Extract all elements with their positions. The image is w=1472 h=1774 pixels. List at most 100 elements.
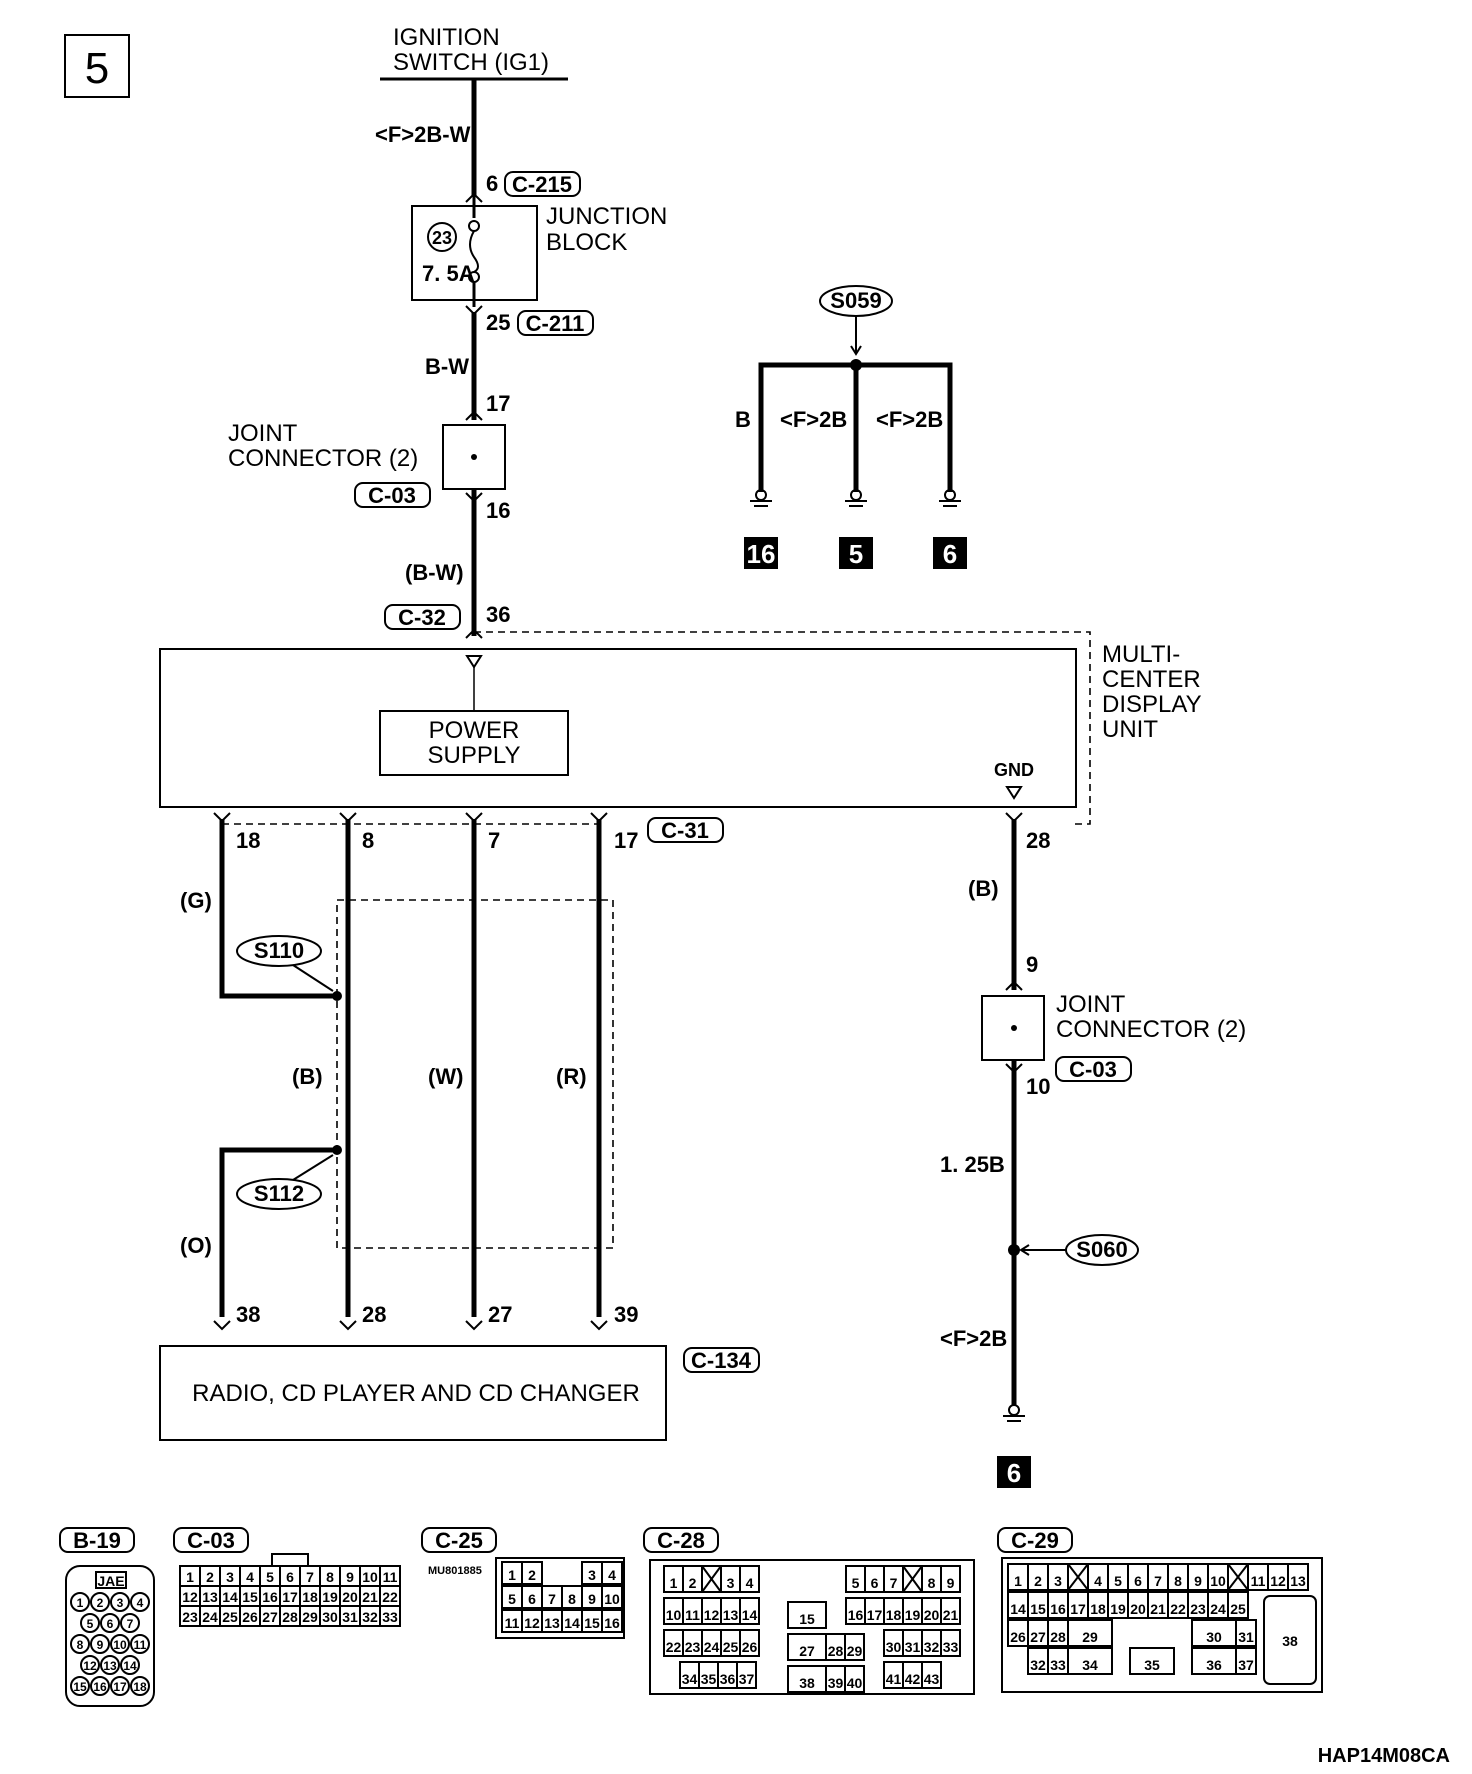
conn-c25-pin-12-num: 12: [524, 1615, 540, 1631]
conn-c28-pin-11-num: 11: [685, 1607, 700, 1623]
conn-c28-pin-17-num: 17: [867, 1607, 883, 1623]
conn-c29-pin-32-num: 32: [1030, 1657, 1046, 1673]
conn-b19-maker-box: [95, 1571, 127, 1589]
conn-c25-pin-5-num: 5: [508, 1591, 516, 1607]
jb-conn-in-badge: [504, 171, 581, 197]
conn-b19-pin-9: [90, 1634, 110, 1654]
conn-c25-pin-2: [521, 1561, 543, 1585]
jb-conn-in: C-215: [512, 172, 572, 197]
conn-b19-pin-1: [70, 1592, 90, 1612]
conn-c03-pin-19-num: 19: [322, 1589, 338, 1605]
conn-c28-pin-35-num: 35: [701, 1671, 717, 1687]
conn-c28-pin-14: [739, 1597, 760, 1625]
gnd-joint-conn: C-03: [1069, 1057, 1117, 1082]
wire-label-bw-paren: (B-W): [405, 560, 464, 585]
conn-c03-pin-10-num: 10: [362, 1569, 378, 1585]
conn-c29-pin-30: [1191, 1619, 1237, 1647]
fuse-rating: 7. 5A: [422, 261, 475, 286]
conn-c28-pin-1-num: 1: [670, 1575, 678, 1591]
conn-c03-pin-31-num: 31: [342, 1609, 358, 1625]
mcdu-pin-gnd: 28: [1026, 828, 1050, 853]
conn-b19-maker: JAE: [97, 1573, 124, 1589]
conn-b19-pin-7: [120, 1613, 140, 1633]
conn-c29-pin-35-num: 35: [1144, 1657, 1160, 1673]
conn-c25-pin-9-num: 9: [588, 1591, 596, 1607]
conn-c29-pin-38-box: [1263, 1595, 1317, 1685]
conn-c29-pin-24-num: 24: [1210, 1601, 1226, 1617]
conn-c28-pin-30-num: 30: [886, 1639, 902, 1655]
wire-label-f2bw: <F>2B-W: [375, 122, 471, 147]
conn-c03-pin-25-num: 25: [222, 1609, 238, 1625]
conn-c29-pin-25: [1227, 1591, 1249, 1619]
mcdu-label-4: UNIT: [1102, 716, 1158, 743]
conn-c28-pin-9: [940, 1565, 961, 1593]
mcdu-label-2: CENTER: [1102, 666, 1201, 693]
conn-b19-pin-3-num: 3: [117, 1596, 124, 1610]
conn-c25-pin-4: [601, 1561, 623, 1585]
conn-c29-pin-6-num: 6: [1134, 1573, 1142, 1589]
splice-s110-dot: [332, 991, 342, 1001]
conn-c28-pin-9-num: 9: [947, 1575, 955, 1591]
conn-c03-pin-16-num: 16: [262, 1589, 278, 1605]
gnd-joint-pin-in: 9: [1026, 952, 1038, 977]
conn-c03-pin-14-num: 14: [222, 1589, 238, 1605]
fuse-number-circle: [427, 222, 457, 252]
mcdu-terminal-power: [465, 628, 483, 639]
gnd-joint-label-1: JOINT: [1056, 991, 1126, 1018]
conn-c25-pin-4-num: 4: [608, 1567, 616, 1583]
conn-c25-part: MU801885: [428, 1565, 482, 1577]
ground-point-3: 6: [943, 539, 957, 569]
conn-c29-pin-34: [1067, 1647, 1113, 1675]
conn-c28-pin-40: [844, 1665, 865, 1693]
page-number-box: [64, 34, 130, 98]
conn-c03-pin-5-num: 5: [266, 1569, 274, 1585]
conn-c29-badge: [997, 1527, 1073, 1553]
conn-c28-pin-37: [736, 1661, 757, 1689]
conn-c28-pin-3-num: 3: [727, 1575, 735, 1591]
ground-symbol-2: [845, 489, 867, 507]
conn-b19-pin-16-num: 16: [93, 1680, 107, 1694]
conn-c29-pin-19-num: 19: [1110, 1601, 1126, 1617]
conn-c25-pin-7-num: 7: [548, 1591, 556, 1607]
conn-c29-pin-23-num: 23: [1190, 1601, 1206, 1617]
conn-c29-pin-15-num: 15: [1030, 1601, 1046, 1617]
conn-c28-pin-38-num: 38: [799, 1675, 815, 1691]
wire-label-r: (R): [556, 1064, 587, 1089]
conn-c28-pin-43-num: 43: [924, 1671, 940, 1687]
radio-box: [159, 1345, 667, 1441]
splice-s059-pointer-head: [850, 345, 862, 356]
conn-c28-pin-19-num: 19: [905, 1607, 921, 1623]
conn-c29-pin-26-num: 26: [1010, 1629, 1026, 1645]
conn-c03-pin-11-num: 11: [383, 1569, 398, 1585]
conn-c29-pin-17-num: 17: [1070, 1601, 1086, 1617]
conn-b19-pin-4: [130, 1592, 150, 1612]
splice-s112-pointer: [292, 1154, 334, 1181]
gnd-wire-125b: 1. 25B: [940, 1152, 1005, 1177]
conn-c29-pin-36-num: 36: [1206, 1657, 1222, 1673]
splice-s110-oval: [236, 935, 322, 967]
joint-top-terminal-in: [465, 410, 483, 421]
conn-c28-pin-21: [940, 1597, 961, 1625]
gnd-joint-label-2: CONNECTOR (2): [1056, 1016, 1246, 1043]
conn-c25-pin-6-num: 6: [528, 1591, 536, 1607]
mcdu-power-input-arrow: [465, 655, 483, 669]
conn-c28-pin-10-num: 10: [666, 1607, 682, 1623]
conn-c29-pin-22-num: 22: [1170, 1601, 1186, 1617]
conn-c25-pin-11-num: 11: [505, 1615, 520, 1631]
mcdu-conn-power-badge: [384, 604, 461, 630]
conn-c29-pin-31-num: 31: [1238, 1629, 1254, 1645]
jb-terminal-in: [465, 192, 483, 203]
gnd-joint-center-dot: [1011, 1025, 1017, 1031]
ground-point-box-3: [933, 537, 967, 569]
conn-c29-pin-37-num: 37: [1238, 1657, 1254, 1673]
conn-c29-pin-35: [1129, 1647, 1175, 1675]
conn-c25-pin-14-num: 14: [564, 1615, 580, 1631]
splice-s060-pointer-head: [1019, 1244, 1030, 1256]
conn-c03-pin-20-num: 20: [342, 1589, 358, 1605]
conn-c03-pin-2-num: 2: [206, 1569, 214, 1585]
conn-c28-pin-7-num: 7: [890, 1575, 898, 1591]
conn-c29-pin-3-num: 3: [1054, 1573, 1062, 1589]
conn-c28-pin-26: [739, 1629, 760, 1657]
page-number: 5: [85, 44, 109, 93]
